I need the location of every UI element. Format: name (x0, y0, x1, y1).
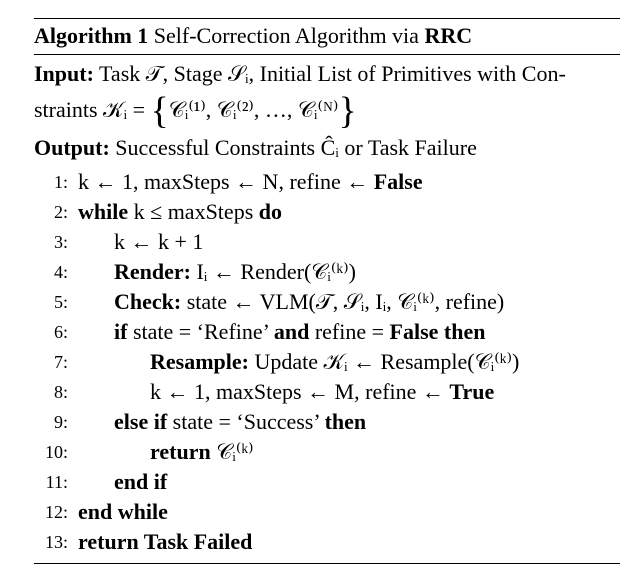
algorithm-label: Algorithm 1 (34, 23, 149, 48)
line-text: Iᵢ ← Render(𝒞ᵢ⁽ᵏ⁾) (190, 259, 356, 284)
line-content: Check: state ← VLM(𝒯, 𝒮ᵢ, Iᵢ, 𝒞ᵢ⁽ᵏ⁾, ref… (114, 287, 504, 317)
line-bold-mid: and (273, 319, 310, 344)
line-bold-head: return Task Failed (78, 529, 253, 554)
line-number: 1: (53, 172, 68, 192)
set-item-4: 𝒞ᵢ⁽ᴺ⁾ (297, 97, 339, 122)
line-number: 10: (44, 442, 68, 462)
line-bold-head: while (78, 199, 129, 224)
line-number: 7: (53, 352, 68, 372)
set-close-brace: } (338, 90, 357, 132)
algorithm-line: 13: return Task Failed (34, 527, 620, 557)
line-text: k ← 1, maxSteps ← M, refine ← (150, 379, 450, 404)
line-text: 𝒞ᵢ⁽ᵏ⁾ (210, 439, 254, 464)
algorithm-lines: 1: k ← 1, maxSteps ← N, refine ← False 2: w… (34, 163, 620, 563)
line-number: 9: (53, 412, 68, 432)
algorithm-line: 10: return 𝒞ᵢ⁽ᵏ⁾ (34, 437, 620, 467)
input-line-1: Input: Task 𝒯, Stage 𝒮ᵢ, Initial List of… (34, 59, 620, 89)
line-text: k ≤ maxSteps (128, 199, 259, 224)
line-number: 12: (44, 502, 68, 522)
line-number: 13: (44, 532, 68, 552)
line-content: end while (78, 497, 168, 527)
algorithm-title-bold: RRC (424, 23, 473, 48)
title-rule (34, 54, 620, 55)
line-text: k ← 1, maxSteps ← N, refine ← (78, 169, 374, 194)
line-content: end if (114, 467, 167, 497)
line-content: Resample: Update 𝒦ᵢ ← Resample(𝒞ᵢ⁽ᵏ⁾) (150, 347, 519, 377)
output-text: Successful Constraints Ĉᵢ or Task Failur… (115, 135, 477, 160)
input-text-1: Task 𝒯, Stage 𝒮ᵢ, Initial List of Primit… (99, 61, 566, 86)
output-label: Output: (34, 135, 110, 160)
algorithm-line: 3: k ← k + 1 (34, 227, 620, 257)
line-number: 3: (53, 232, 68, 252)
line-bold-head: Check: (114, 289, 182, 314)
line-text2: refine = (309, 319, 390, 344)
set-item-2: 𝒞ᵢ⁽²⁾ (216, 97, 254, 122)
line-text: k ← k + 1 (114, 229, 204, 254)
line-bold-head: Resample: (150, 349, 249, 374)
algorithm-line: 6: if state = ‘Refine’ and refine = False… (34, 317, 620, 347)
line-number: 5: (53, 292, 68, 312)
line-bold-head: if (114, 319, 128, 344)
line-content: k ← 1, maxSteps ← N, refine ← False (78, 167, 423, 197)
line-content: k ← k + 1 (114, 227, 203, 257)
algorithm-line: 2: while k ≤ maxSteps do (34, 197, 620, 227)
input-line-2: straints 𝒦ᵢ = {𝒞ᵢ⁽¹⁾, 𝒞ᵢ⁽²⁾, …, 𝒞ᵢ⁽ᴺ⁾} (34, 90, 357, 132)
line-text: state ← VLM(𝒯, 𝒮ᵢ, Iᵢ, 𝒞ᵢ⁽ᵏ⁾, refine) (181, 289, 505, 314)
algorithm-line: 5: Check: state ← VLM(𝒯, 𝒮ᵢ, Iᵢ, 𝒞ᵢ⁽ᵏ⁾, r… (34, 287, 620, 317)
algorithm-line: 11: end if (34, 467, 620, 497)
line-content: while k ≤ maxSteps do (78, 197, 282, 227)
algorithm-line: 1: k ← 1, maxSteps ← N, refine ← False (34, 167, 620, 197)
line-content: else if state = ‘Success’ then (114, 407, 366, 437)
line-number: 6: (53, 322, 68, 342)
line-bold-tail: then (324, 409, 367, 434)
top-rule (34, 18, 620, 19)
line-text: Update 𝒦ᵢ ← Resample(𝒞ᵢ⁽ᵏ⁾) (248, 349, 520, 374)
line-bold-tail: do (258, 199, 282, 224)
line-number: 8: (53, 382, 68, 402)
line-number: 2: (53, 202, 68, 222)
line-content: return Task Failed (78, 527, 252, 557)
set-item-1: 𝒞ᵢ⁽¹⁾ (168, 97, 206, 122)
line-bold-head: end while (78, 499, 168, 524)
algorithm-line: 9: else if state = ‘Success’ then (34, 407, 620, 437)
line-content: Render: Iᵢ ← Render(𝒞ᵢ⁽ᵏ⁾) (114, 257, 356, 287)
algorithm-title: Algorithm 1 Self-Correction Algorithm vi… (34, 19, 620, 54)
line-bold-head: end if (114, 469, 168, 494)
algorithm-line: 4: Render: Iᵢ ← Render(𝒞ᵢ⁽ᵏ⁾) (34, 257, 620, 287)
line-bold-tail: False then (389, 319, 486, 344)
output-section: Output: Successful Constraints Ĉᵢ or Tas… (34, 131, 620, 163)
line-number: 4: (53, 262, 68, 282)
line-bold-tail: True (449, 379, 495, 404)
algorithm-line: 8: k ← 1, maxSteps ← M, refine ← True (34, 377, 620, 407)
algorithm-line: 7: Resample: Update 𝒦ᵢ ← Resample(𝒞ᵢ⁽ᵏ⁾) (34, 347, 620, 377)
input-section: Input: Task 𝒯, Stage 𝒮ᵢ, Initial List of… (34, 55, 620, 131)
line-text: state = ‘Success’ (167, 409, 325, 434)
bottom-rule (34, 563, 620, 564)
set-open-brace: { (150, 90, 169, 132)
input-label: Input: (34, 61, 94, 86)
algorithm-box: Algorithm 1 Self-Correction Algorithm vi… (34, 18, 620, 564)
line-text: state = ‘Refine’ (127, 319, 274, 344)
line-bold-head: Render: (114, 259, 191, 284)
line-content: k ← 1, maxSteps ← M, refine ← True (150, 377, 494, 407)
line-bold-tail: False (373, 169, 423, 194)
input-text-2: straints 𝒦ᵢ = (34, 97, 151, 122)
line-bold-head: return (150, 439, 211, 464)
line-number: 11: (45, 472, 68, 492)
line-content: if state = ‘Refine’ and refine = False t… (114, 317, 485, 347)
line-bold-head: else if (114, 409, 168, 434)
algorithm-title-text: Self-Correction Algorithm via (153, 23, 419, 48)
set-item-3: … (264, 97, 287, 122)
line-content: return 𝒞ᵢ⁽ᵏ⁾ (150, 437, 254, 467)
algorithm-line: 12: end while (34, 497, 620, 527)
